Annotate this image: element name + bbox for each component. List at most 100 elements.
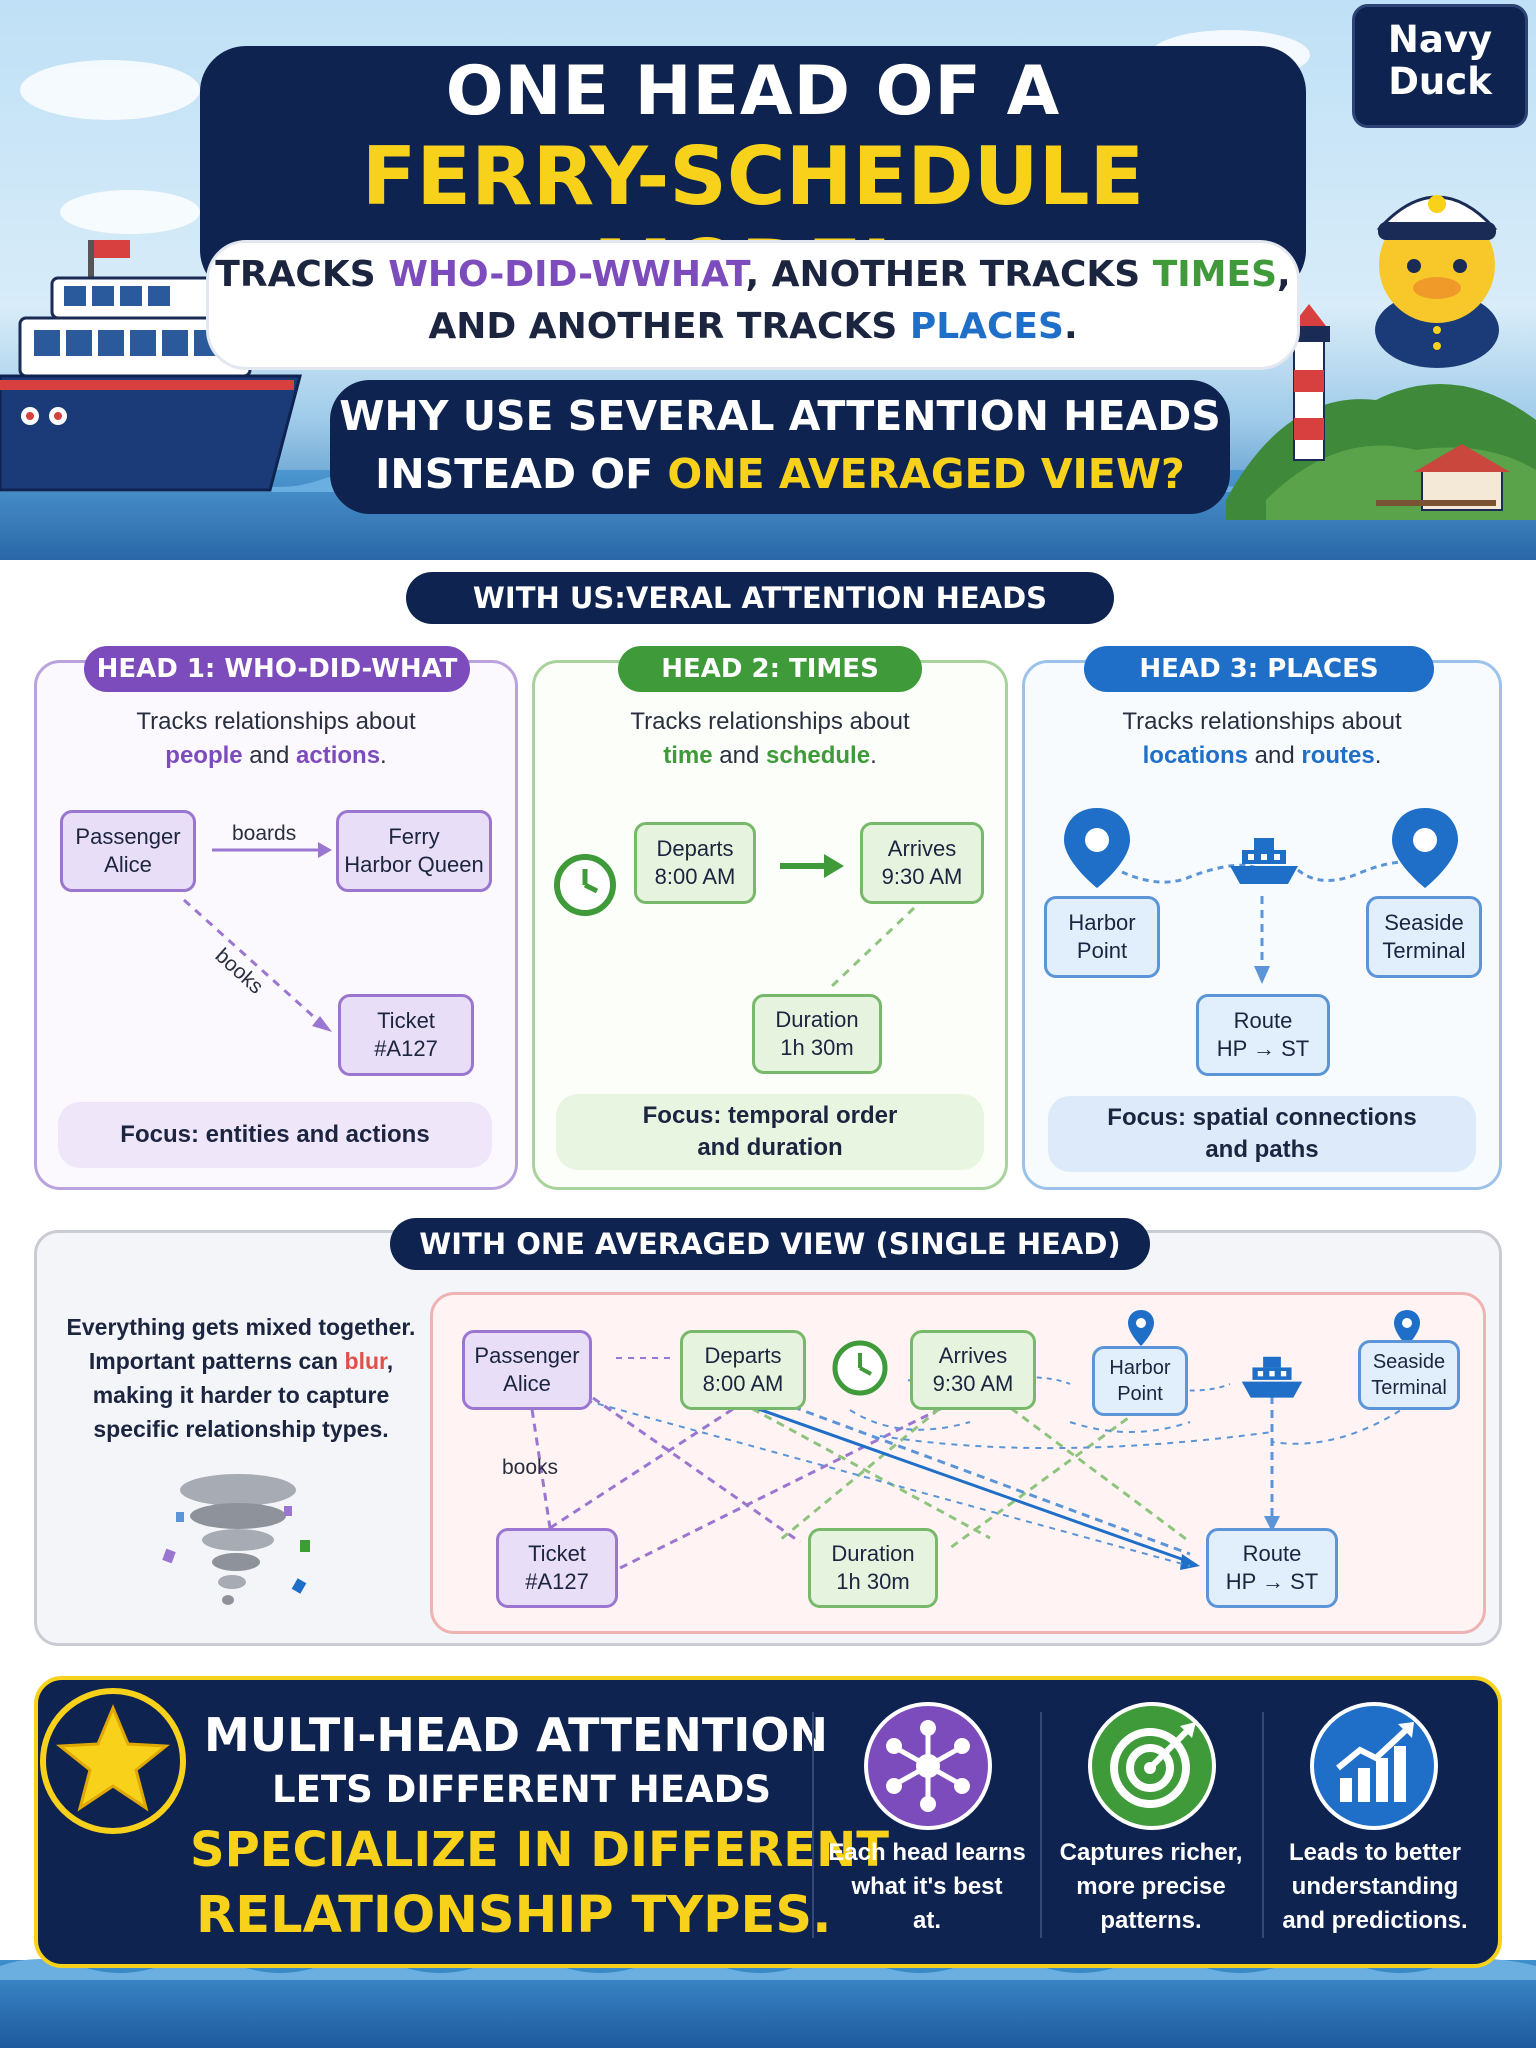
averaged-line-4: specific relationship types.	[93, 1416, 389, 1442]
head-2-desc-line: Tracks relationships about	[630, 708, 910, 735]
feature-3-text: Leads to better understanding and predic…	[1268, 1836, 1482, 1938]
averaged-text: ,	[386, 1348, 394, 1374]
subtitle-box	[206, 240, 1300, 370]
growth-chart-icon	[1336, 1722, 1414, 1802]
head-1-desc-text: .	[380, 742, 387, 769]
head-1-description: Tracks relationships about people and ac…	[34, 705, 518, 773]
head-2-graph-edges	[780, 854, 916, 988]
summary-line-3: SPECIALIZE IN DIFFERENT	[190, 1822, 889, 1878]
feature-2-text: Captures richer, more precise patterns.	[1046, 1836, 1256, 1938]
averaged-text: Important patterns can	[88, 1348, 345, 1374]
hero-banner: Navy Duck ONE HEAD OF A FERRY-SCHEDULE M…	[0, 0, 1536, 560]
subtitle-line-2: AND ANOTHER TRACKS PLACES.	[206, 306, 1300, 347]
head-2-node-duration: Duration 1h 30m	[752, 994, 882, 1074]
feature-1-icon-circle	[864, 1702, 992, 1830]
head-2-tag: HEAD 2: TIMES	[618, 646, 922, 692]
question-text: INSTEAD OF	[375, 450, 668, 498]
head-3-desc-line: Tracks relationships about	[1122, 708, 1402, 735]
averaged-clock-icon	[832, 1340, 888, 1396]
head-2-description: Tracks relationships about time and sche…	[532, 705, 1008, 773]
head-3-node-seaside-terminal: Seaside Terminal	[1366, 896, 1482, 978]
head-1-desc-text: and	[242, 742, 297, 769]
head-1-edge-boards: boards	[232, 822, 297, 845]
head-1-focus: Focus: entities and actions	[58, 1102, 492, 1168]
question-highlight: ONE AVERAGED VIEW?	[667, 450, 1185, 498]
head-2-focus-line-2: and duration	[697, 1134, 843, 1161]
head-3-description: Tracks relationships about locations and…	[1022, 705, 1502, 773]
subtitle-text: , ANOTHER TRACKS	[745, 254, 1153, 295]
page-title-line-1: ONE HEAD OF A	[445, 52, 1061, 131]
ferry-ship-icon	[0, 240, 302, 492]
duck-captain-mascot-icon	[1375, 195, 1499, 368]
summary-line-1: MULTI-HEAD ATTENTION	[204, 1708, 828, 1762]
clock-icon	[554, 854, 616, 916]
feature-2-line: Captures richer,	[1059, 1839, 1243, 1866]
subtitle-times: TIMES	[1152, 254, 1278, 295]
feature-2-line: patterns.	[1100, 1907, 1202, 1934]
head-1-tag: HEAD 1: WHO-DID-WHAT	[84, 646, 470, 692]
averaged-node-duration: Duration 1h 30m	[808, 1528, 938, 1608]
averaged-node-departs: Departs 8:00 AM	[680, 1330, 806, 1410]
averaged-line-1: Everything gets mixed together.	[66, 1314, 416, 1340]
head-2-node-departs: Departs 8:00 AM	[634, 822, 756, 904]
head-3-desc-locations: locations	[1142, 742, 1248, 769]
averaged-line-3: making it harder to capture	[92, 1382, 390, 1408]
averaged-node-passenger: Passenger Alice	[462, 1330, 592, 1410]
head-1-desc-people: people	[165, 742, 243, 769]
question-line-1: WHY USE SEVERAL ATTENTION HEADS	[339, 392, 1221, 440]
head-2-desc-schedule: schedule	[766, 742, 871, 769]
feature-1-text: Each head learns what it's best at.	[822, 1836, 1032, 1938]
summary-panel	[34, 1676, 1502, 1968]
averaged-ferry-icon	[1241, 1356, 1303, 1398]
averaged-node-harbor-point: Harbor Point	[1092, 1346, 1188, 1416]
summary-divider	[1040, 1712, 1042, 1938]
subtitle-line-1: TRACKS WHO-DID-WWHAT, ANOTHER TRACKS TIM…	[206, 254, 1300, 295]
feature-3-line: and predictions.	[1282, 1907, 1468, 1934]
head-1-desc-actions: actions	[296, 742, 381, 769]
head-3-desc-routes: routes	[1301, 742, 1375, 769]
averaged-node-route: Route HP → ST	[1206, 1528, 1338, 1608]
head-1-node-ferry: Ferry Harbor Queen	[336, 810, 492, 892]
head-3-desc-text: .	[1374, 742, 1382, 769]
subtitle-text: .	[1063, 306, 1078, 347]
feature-2-icon-circle	[1088, 1702, 1216, 1830]
head-1-node-ticket: Ticket #A127	[338, 994, 474, 1076]
brand-line-2: Duck	[1388, 60, 1492, 103]
ferry-icon	[1230, 838, 1298, 884]
feature-1-line: what it's best	[851, 1873, 1003, 1900]
subtitle-places: PLACES	[909, 306, 1064, 347]
island-lighthouse-icon	[1226, 304, 1536, 520]
summary-divider	[812, 1712, 814, 1938]
subtitle-text: TRACKS	[215, 254, 389, 295]
head-3-desc-text: and	[1247, 742, 1302, 769]
seaside-pin-icon	[1394, 1310, 1420, 1346]
question-line-2: INSTEAD OF ONE AVERAGED VIEW?	[330, 450, 1230, 498]
cloud	[20, 60, 200, 120]
feature-1-line: Each head learns	[828, 1839, 1026, 1866]
head-3-focus-line-2: and paths	[1205, 1136, 1319, 1163]
head-1-graph-edges	[182, 842, 332, 1032]
head-2-desc-text: and	[712, 742, 767, 769]
averaged-blur-word: blur	[344, 1348, 387, 1374]
head-3-map-graphic	[1064, 808, 1458, 984]
target-icon	[1110, 1722, 1196, 1808]
brand-line-1: Navy	[1387, 18, 1493, 61]
head-1-desc-line: Tracks relationships about	[136, 708, 416, 735]
summary-divider	[1262, 1712, 1264, 1938]
summary-line-4: RELATIONSHIP TYPES.	[196, 1886, 832, 1945]
head-3-node-harbor-point: Harbor Point	[1044, 896, 1160, 978]
subtitle-text: AND ANOTHER TRACKS	[428, 306, 910, 347]
averaged-node-ticket: Ticket #A127	[496, 1528, 618, 1608]
section-single-head-label: WITH ONE AVERAGED VIEW (SINGLE HEAD)	[390, 1218, 1150, 1270]
harbor-pin-icon	[1128, 1310, 1154, 1346]
head-3-node-route: Route HP → ST	[1196, 994, 1330, 1076]
head-2-focus: Focus: temporal order and duration	[556, 1094, 984, 1170]
feature-2-line: more precise	[1076, 1873, 1226, 1900]
head-2-focus-line-1: Focus: temporal order	[642, 1102, 898, 1129]
head-3-tag: HEAD 3: PLACES	[1084, 646, 1434, 692]
feature-1-line: at.	[912, 1907, 941, 1934]
feature-3-line: understanding	[1291, 1873, 1459, 1900]
averaged-edge-books: books	[502, 1456, 559, 1479]
subtitle-text: ,	[1277, 254, 1291, 295]
